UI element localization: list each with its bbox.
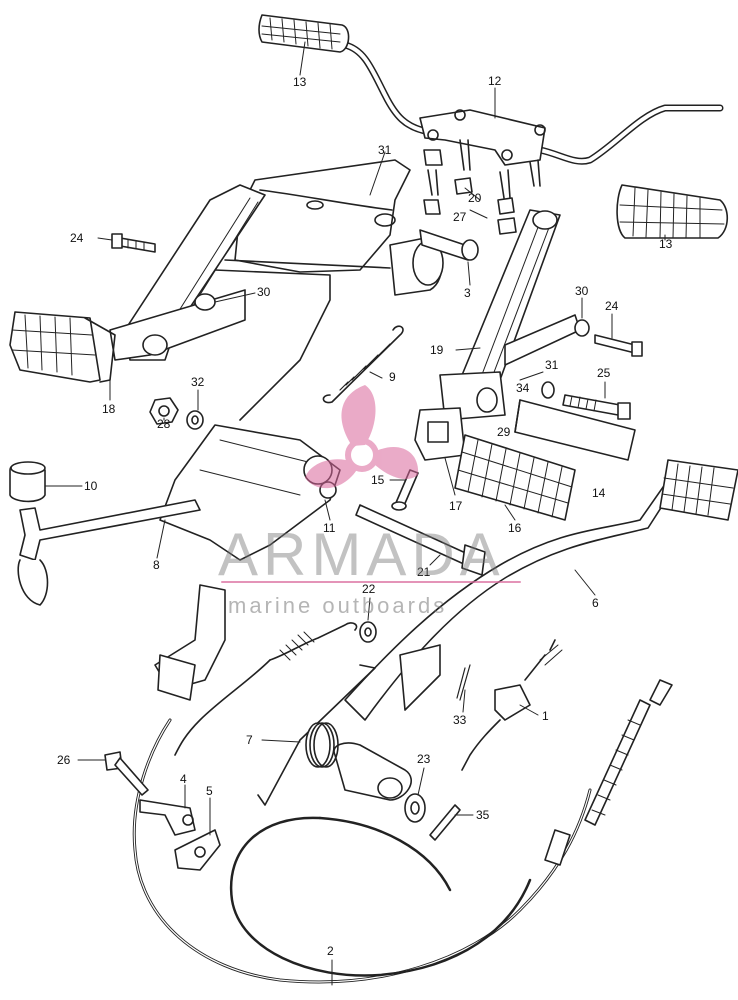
callout-label: 12 [488, 74, 502, 88]
right-washer-bolt [574, 319, 643, 357]
callout-label: 13 [659, 237, 673, 251]
callout-label: 31 [378, 143, 392, 157]
callout-label: 11 [323, 521, 336, 535]
bolt-26 [104, 751, 149, 796]
right-footrest-bracket [414, 209, 581, 461]
bolts-and-nuts [423, 139, 541, 235]
callout-label: 35 [476, 808, 490, 822]
callout-label: 32 [191, 375, 205, 389]
brake-pedal [333, 459, 738, 801]
callout-label: 9 [389, 370, 396, 384]
cable-clamp [139, 799, 221, 871]
right-grip [616, 184, 729, 239]
brake-rod [174, 622, 358, 756]
callout-label: 30 [575, 284, 589, 298]
stop-switch [461, 639, 563, 771]
callout-label: 34 [516, 381, 530, 395]
cotter-pin [429, 804, 461, 841]
callout-label: 24 [605, 299, 619, 313]
callout-label: 13 [293, 75, 307, 89]
washer-23 [404, 793, 426, 823]
left-grip [258, 14, 350, 53]
support-bar [514, 399, 636, 461]
callout-label: 24 [70, 231, 84, 245]
control-cable [132, 679, 673, 984]
long-bolt [562, 394, 631, 420]
callout-label: 25 [597, 366, 611, 380]
return-spring [322, 325, 404, 404]
callout-label: 16 [508, 521, 522, 535]
small-washer [541, 381, 555, 399]
washer-22 [359, 621, 377, 643]
callout-label: 1 [542, 709, 549, 723]
handlebar [258, 14, 729, 239]
watermark-title: ARMADA [218, 521, 505, 588]
callout-label: 27 [453, 210, 467, 224]
callout-label: 17 [449, 499, 463, 513]
callout-label: 33 [453, 713, 467, 727]
callout-label: 6 [592, 596, 599, 610]
callout-label: 20 [468, 191, 482, 205]
callout-label: 15 [371, 473, 385, 487]
callout-label: 4 [180, 772, 187, 786]
callout-label: 29 [497, 425, 511, 439]
callout-label: 19 [430, 343, 444, 357]
callout-label: 22 [362, 582, 376, 596]
pivot-pin [419, 229, 479, 261]
callout-label: 28 [157, 417, 171, 431]
nut-and-washer [149, 397, 204, 430]
left-footrest-bracket [109, 184, 266, 361]
callout-label: 30 [257, 285, 271, 299]
callout-label: 8 [153, 558, 160, 572]
callout-label: 3 [464, 286, 471, 300]
watermark-propeller-logo [305, 385, 419, 489]
callout-label: 21 [417, 565, 431, 579]
torsion-spring [257, 664, 376, 806]
callout-label: 31 [545, 358, 559, 372]
watermark-subtitle: marine outboards [228, 593, 448, 618]
small-spring [456, 664, 471, 701]
callout-label: 10 [84, 479, 98, 493]
callout-label: 2 [327, 944, 334, 958]
callout-label: 26 [57, 753, 71, 767]
callout-label: 5 [206, 784, 213, 798]
right-footpeg-rubber [454, 434, 576, 521]
callout-label: 7 [246, 733, 253, 747]
long-through-bolt [355, 504, 486, 576]
left-footpeg-rubber [9, 311, 116, 383]
left-bolt [111, 233, 156, 253]
callout-label: 18 [102, 402, 116, 416]
callout-label: 14 [592, 486, 606, 500]
callout-label: 23 [417, 752, 431, 766]
collar [9, 461, 46, 503]
brake-arm [154, 584, 226, 701]
callout-leaders [44, 41, 666, 986]
pivot-plate [17, 424, 341, 606]
